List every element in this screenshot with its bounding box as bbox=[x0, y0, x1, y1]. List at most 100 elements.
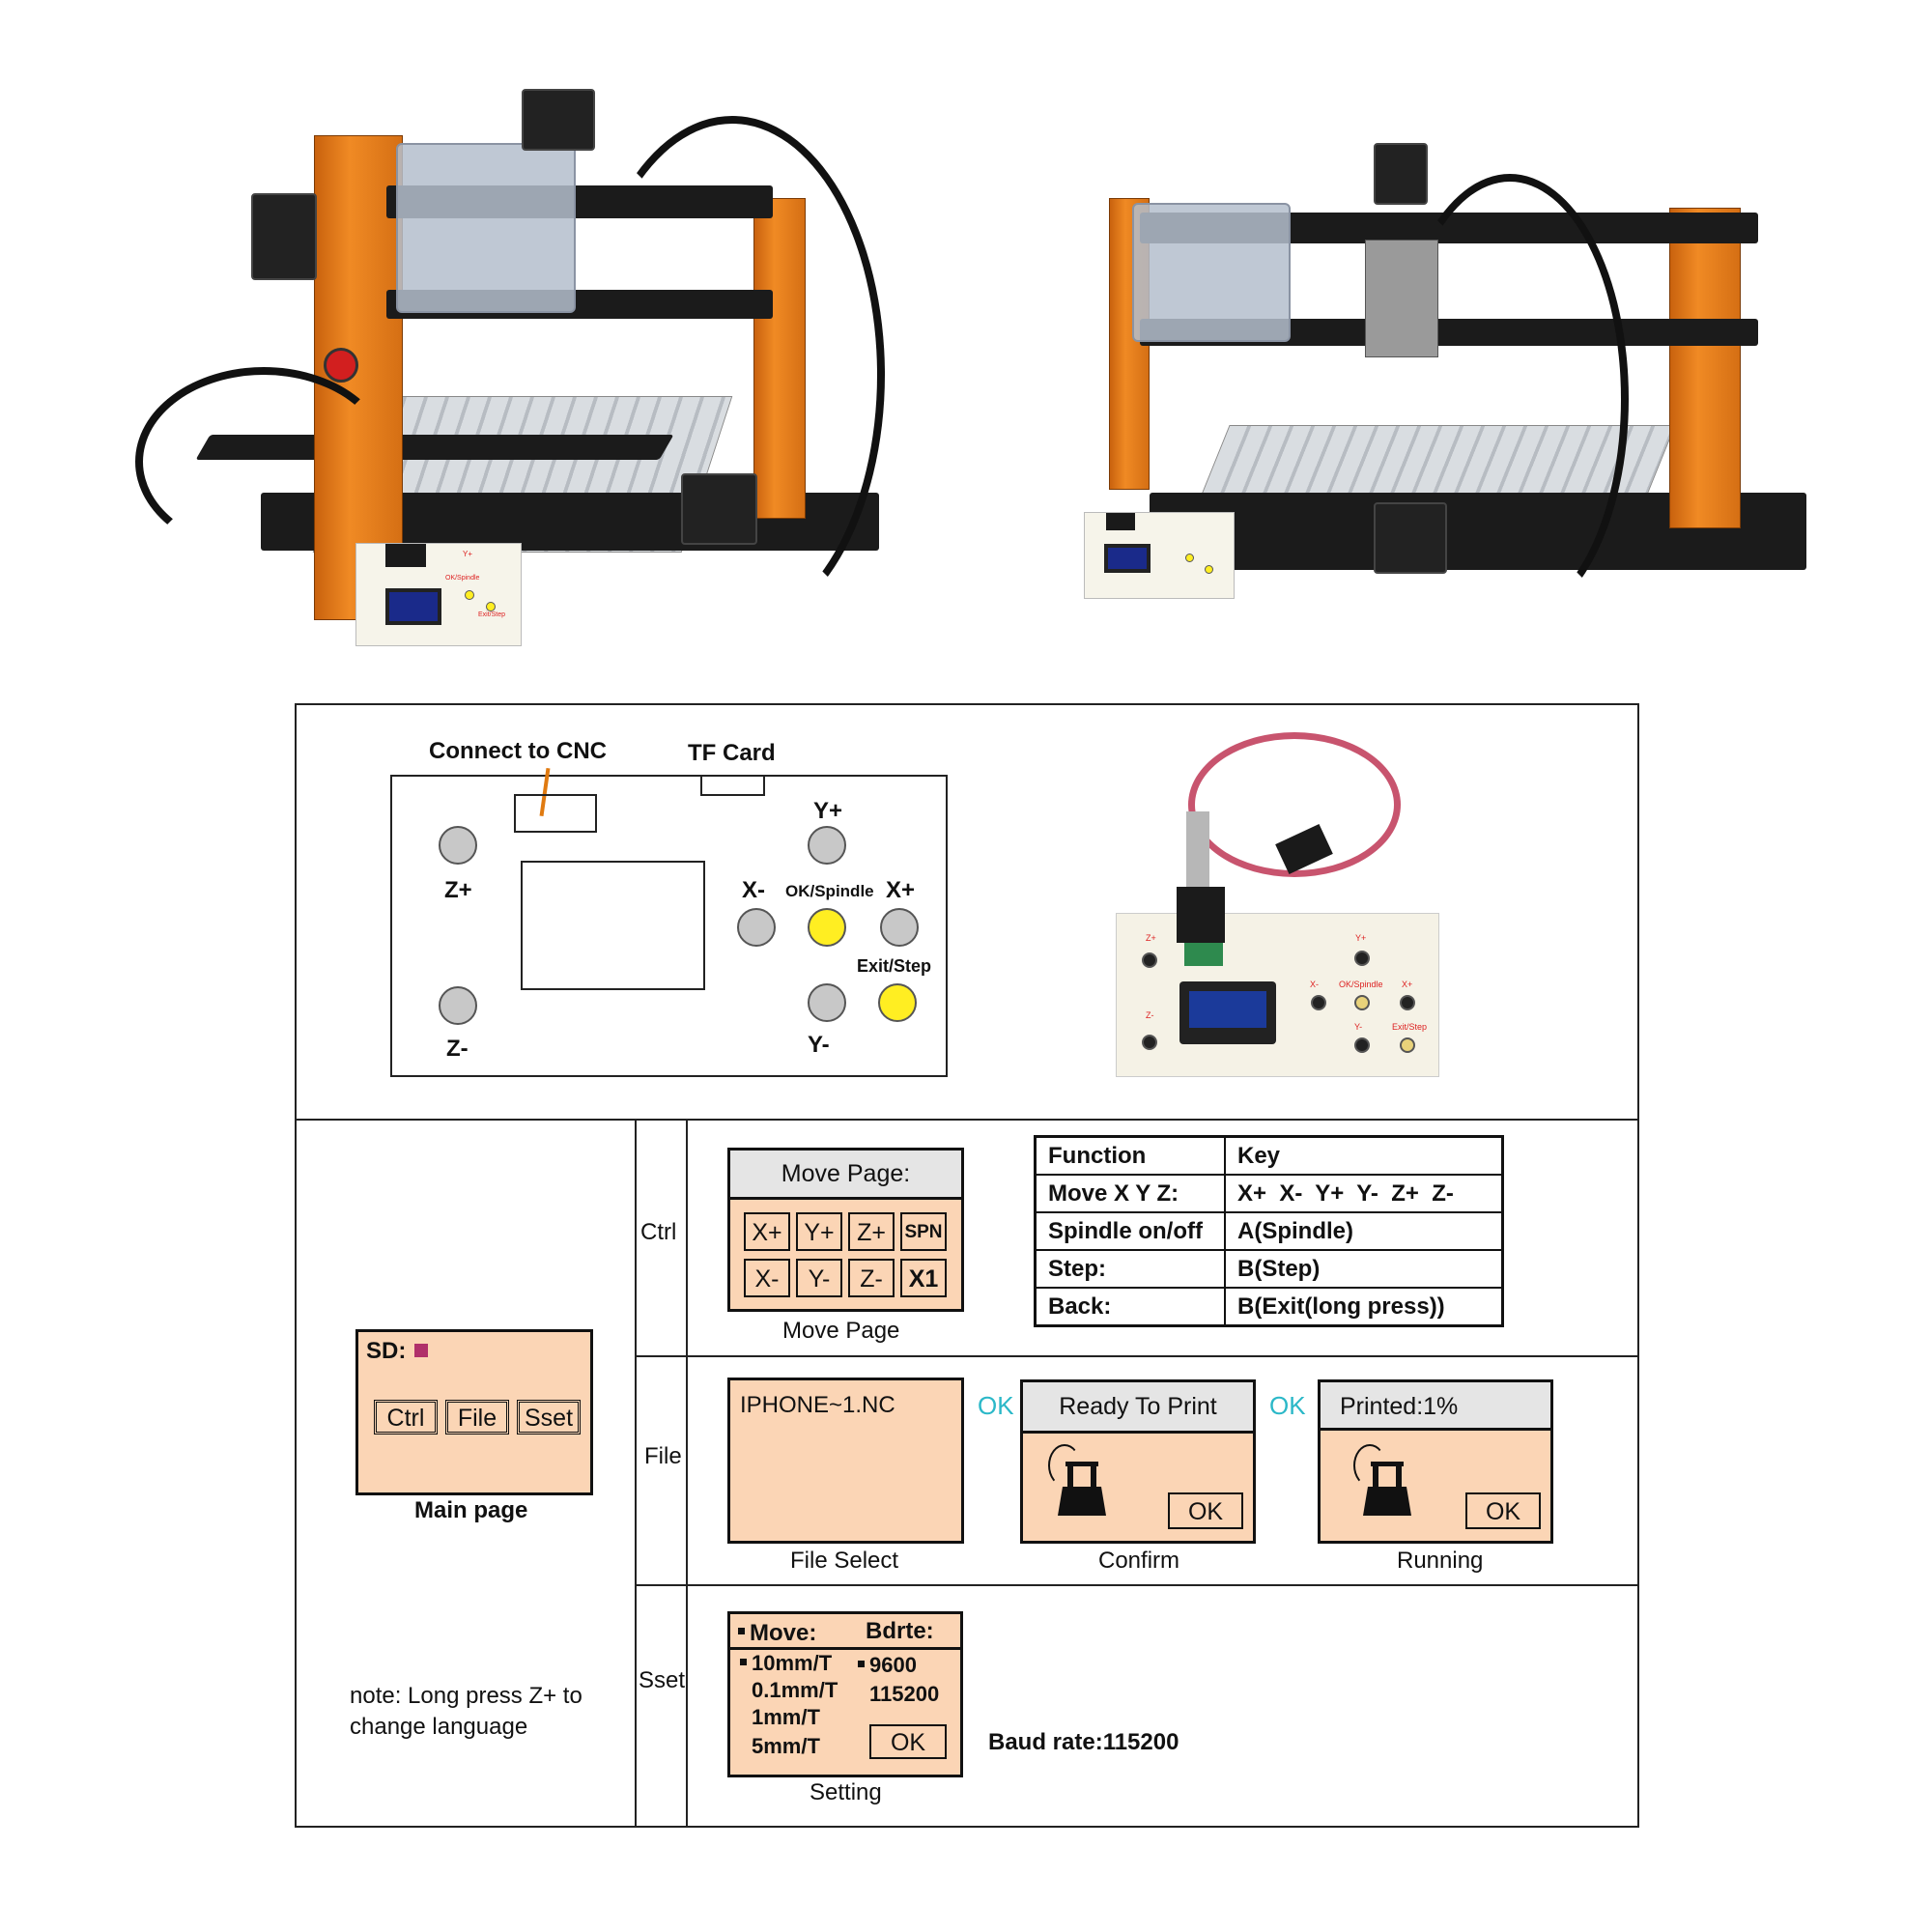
main-file-key[interactable]: File bbox=[445, 1400, 509, 1435]
baud-option[interactable]: 9600 bbox=[869, 1653, 917, 1677]
baud-option[interactable]: 115200 bbox=[869, 1682, 940, 1706]
running-ok-button[interactable]: OK bbox=[1465, 1492, 1541, 1529]
step-option[interactable]: 5mm/T bbox=[752, 1734, 820, 1758]
x-minus-button bbox=[737, 908, 776, 947]
connector-box bbox=[514, 794, 597, 833]
file-name[interactable]: IPHONE~1.NC bbox=[740, 1392, 895, 1418]
board-ok-spindle: OK/Spindle bbox=[1339, 980, 1383, 989]
note-line-1: note: Long press Z+ to bbox=[350, 1683, 582, 1709]
z-minus-label: Z- bbox=[446, 1036, 469, 1062]
ok-spindle-label: OK/Spindle bbox=[785, 882, 874, 900]
controller-board bbox=[1132, 203, 1291, 342]
baud-bullet bbox=[858, 1661, 865, 1667]
instruction-frame bbox=[295, 703, 1639, 1828]
x-minus-label: X- bbox=[742, 877, 765, 903]
key-x-plus[interactable]: X+ bbox=[744, 1212, 790, 1251]
frame-divider-row1 bbox=[635, 1355, 1639, 1357]
table-header-key: Key bbox=[1224, 1135, 1504, 1176]
step-option[interactable]: 10mm/T bbox=[752, 1651, 833, 1675]
sd-label: SD: bbox=[366, 1338, 407, 1364]
print-head-arm-right bbox=[1091, 1463, 1096, 1492]
bdrte-label: Bdrte: bbox=[866, 1618, 934, 1644]
board-z-plus: Z+ bbox=[1146, 933, 1156, 943]
table-cell: A(Spindle) bbox=[1224, 1211, 1504, 1251]
lcd-screen-outline bbox=[521, 861, 705, 990]
key-z-minus[interactable]: Z- bbox=[848, 1259, 895, 1297]
confirm-title: Ready To Print bbox=[1023, 1382, 1253, 1434]
y-minus-label: Y- bbox=[808, 1032, 830, 1058]
z-plus-label: Z+ bbox=[444, 877, 472, 903]
cnc-photo-right bbox=[1024, 126, 1826, 624]
move-label: Move: bbox=[750, 1620, 817, 1646]
print-head-wire bbox=[1048, 1444, 1081, 1487]
board-z-minus: Z- bbox=[1146, 1010, 1154, 1020]
key-x1[interactable]: X1 bbox=[900, 1259, 947, 1297]
table-row: Step: B(Step) bbox=[1034, 1249, 1504, 1289]
running-caption: Running bbox=[1397, 1548, 1484, 1574]
pendant-connector bbox=[1106, 513, 1135, 530]
move-header bbox=[730, 1614, 960, 1650]
ok-arrow-1: OK bbox=[978, 1391, 1014, 1420]
board-btn-exit bbox=[1400, 1037, 1415, 1053]
file-select-caption: File Select bbox=[790, 1548, 899, 1574]
row-label-file: File bbox=[644, 1443, 682, 1469]
table-cell: Back: bbox=[1034, 1287, 1226, 1327]
setting-ok-button[interactable]: OK bbox=[869, 1724, 947, 1759]
key-spn[interactable]: SPN bbox=[900, 1212, 947, 1251]
pendant-connector bbox=[385, 544, 426, 567]
pendant-outline bbox=[390, 775, 948, 1077]
y-plus-label: Y+ bbox=[813, 798, 843, 824]
ok-arrow-2: OK bbox=[1269, 1391, 1306, 1420]
frame-divider-top bbox=[295, 1119, 1639, 1121]
board-btn-x-plus bbox=[1400, 995, 1415, 1010]
table-row: Move X Y Z: X+ X- Y+ Y- Z+ Z- bbox=[1034, 1174, 1504, 1213]
board-btn-z-plus bbox=[1142, 952, 1157, 968]
table-cell: Spindle on/off bbox=[1034, 1211, 1226, 1251]
pendant-board: Y+ X- OK/Spindle X+ Y- Exit/Step Z+ Z- bbox=[1116, 887, 1439, 1077]
pendant-ok-button bbox=[1185, 554, 1194, 562]
main-sset-key[interactable]: Sset bbox=[517, 1400, 581, 1435]
stepper-motor-top bbox=[1374, 143, 1428, 205]
x-plus-button bbox=[880, 908, 919, 947]
row-label-sset: Sset bbox=[639, 1667, 686, 1693]
step-option[interactable]: 1mm/T bbox=[752, 1705, 820, 1729]
key-y-minus[interactable]: Y- bbox=[796, 1259, 842, 1297]
table-cell: B(Step) bbox=[1224, 1249, 1504, 1289]
board-btn-x-minus bbox=[1311, 995, 1326, 1010]
key-x-minus[interactable]: X- bbox=[744, 1259, 790, 1297]
main-ctrl-key[interactable]: Ctrl bbox=[374, 1400, 438, 1435]
function-table: Function Key Move X Y Z: X+ X- Y+ Y- Z+ … bbox=[1034, 1135, 1504, 1327]
table-cell: X+ X- Y+ Y- Z+ Z- bbox=[1224, 1174, 1504, 1213]
ok-spindle-button bbox=[808, 908, 846, 947]
board-btn-z-minus bbox=[1142, 1035, 1157, 1050]
running-screen: Printed:1% OK bbox=[1318, 1379, 1553, 1544]
photo-pendant-right bbox=[1084, 512, 1235, 599]
connect-to-cnc-label: Connect to CNC bbox=[429, 738, 607, 764]
pendant-lcd bbox=[1104, 544, 1151, 573]
table-row: Back: B(Exit(long press)) bbox=[1034, 1287, 1504, 1327]
table-cell: Step: bbox=[1034, 1249, 1226, 1289]
print-head-icon bbox=[1048, 1444, 1106, 1516]
table-cell: B(Exit(long press)) bbox=[1224, 1287, 1504, 1327]
step-bullet bbox=[740, 1659, 747, 1665]
pendant-exit-button bbox=[486, 602, 496, 611]
file-select-screen: IPHONE~1.NC bbox=[727, 1378, 964, 1544]
move-bullet bbox=[738, 1628, 745, 1634]
print-head-icon bbox=[1353, 1444, 1411, 1516]
frame-divider-left bbox=[635, 1119, 637, 1828]
step-option[interactable]: 0.1mm/T bbox=[752, 1678, 838, 1702]
key-y-plus[interactable]: Y+ bbox=[796, 1212, 842, 1251]
pendant-lcd bbox=[385, 588, 441, 625]
confirm-ok-button[interactable]: OK bbox=[1168, 1492, 1243, 1529]
board-btn-y-minus bbox=[1354, 1037, 1370, 1053]
key-z-plus[interactable]: Z+ bbox=[848, 1212, 895, 1251]
cable-loop bbox=[135, 367, 392, 556]
cable-arc bbox=[1391, 174, 1629, 624]
baud-rate-note: Baud rate:115200 bbox=[988, 1729, 1179, 1755]
sd-indicator bbox=[414, 1344, 428, 1357]
print-head-bar bbox=[1065, 1462, 1098, 1466]
tf-card-label: TF Card bbox=[688, 740, 776, 766]
photo-pendant-left: Y+ OK/Spindle Exit/Step bbox=[355, 543, 522, 646]
note-line-2: change language bbox=[350, 1714, 528, 1740]
cable-arc bbox=[580, 116, 885, 634]
